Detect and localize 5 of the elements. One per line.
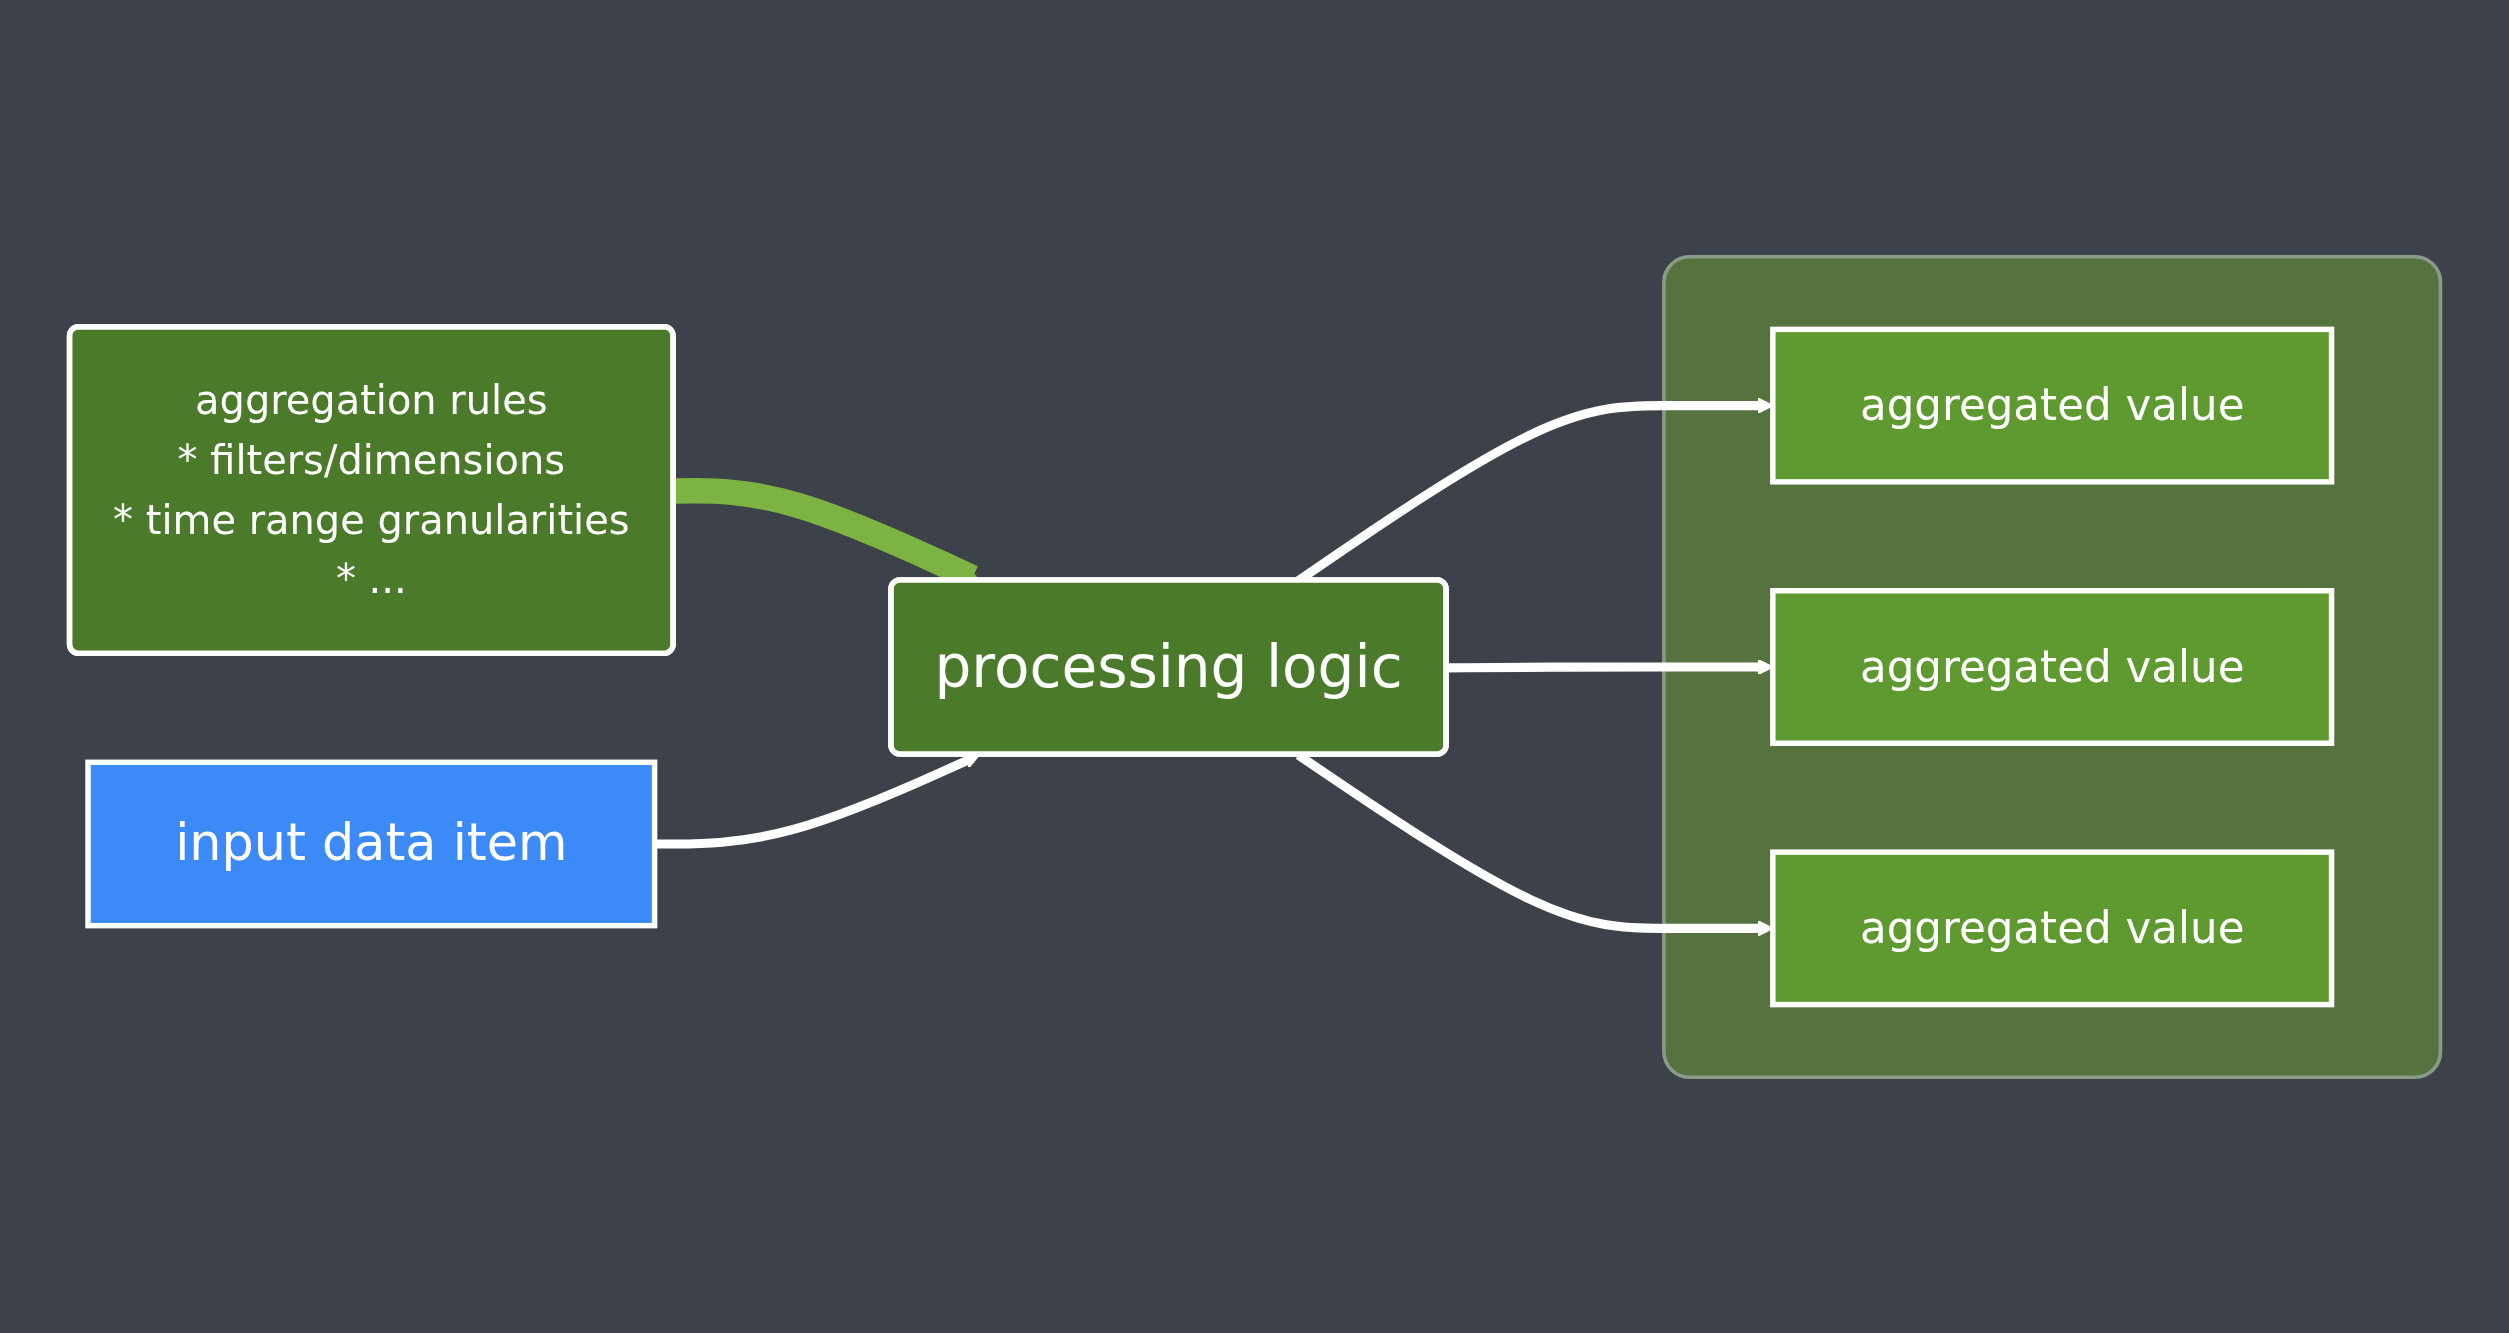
node-box: aggregated value [1769,587,2334,746]
node-box: aggregated value [1769,848,2334,1007]
node-box: input data item [84,759,657,928]
node-box: aggregated value [1769,326,2334,485]
cluster [1661,254,2442,1079]
